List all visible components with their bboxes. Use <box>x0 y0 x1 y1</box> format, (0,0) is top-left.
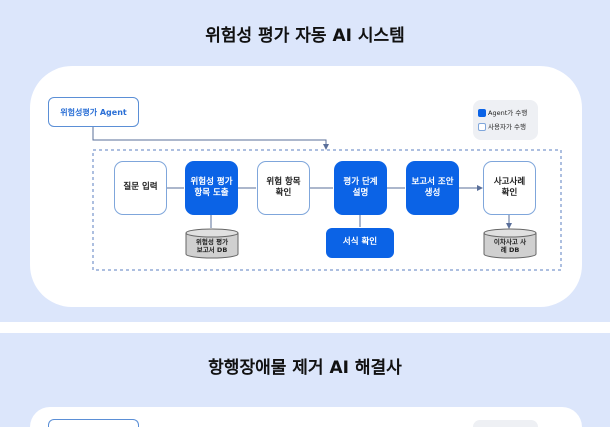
agent-label-box <box>48 419 139 427</box>
agent-label-box: 위험성평가 Agent <box>48 97 139 127</box>
db-risk-reports: 위험성 평가 보고서 DB <box>195 238 229 255</box>
section-title: 항행장애물 제거 AI 해결사 <box>208 358 402 378</box>
agent-scope-box <box>92 149 562 271</box>
node-format-check: 서식 확인 <box>326 228 394 258</box>
agent-swatch <box>478 109 486 117</box>
section-obstacle-removal: 항행장애물 제거 AI 해결사 <box>0 333 610 427</box>
node-generate-report: 보고서 조안 생성 <box>406 161 459 215</box>
legend <box>473 420 538 427</box>
legend: Agent가 수행 사용자가 수행 <box>473 100 538 140</box>
node-check-items: 위험 항목 확인 <box>257 161 310 215</box>
section-risk-assessment: 위험성 평가 자동 AI 시스템 위험성평가 Agent Agent가 수행 사… <box>0 0 610 322</box>
database-icon <box>483 228 537 259</box>
diagram-card <box>30 407 582 427</box>
connectors <box>92 127 562 271</box>
node-check-accidents: 사고사례 확인 <box>483 161 536 215</box>
legend-agent: Agent가 수행 <box>488 109 528 117</box>
db-accident-cases: 이차사고 사례 DB <box>493 238 527 255</box>
node-question-input: 질문 입력 <box>114 161 167 215</box>
section-title: 위험성 평가 자동 AI 시스템 <box>205 26 405 46</box>
legend-user: 사용자가 수행 <box>488 123 526 131</box>
database-icon <box>185 228 239 259</box>
node-derive-items: 위험성 평가 항목 도출 <box>185 161 238 215</box>
node-explain-steps: 평가 단계 설명 <box>334 161 387 215</box>
user-swatch <box>478 123 486 131</box>
